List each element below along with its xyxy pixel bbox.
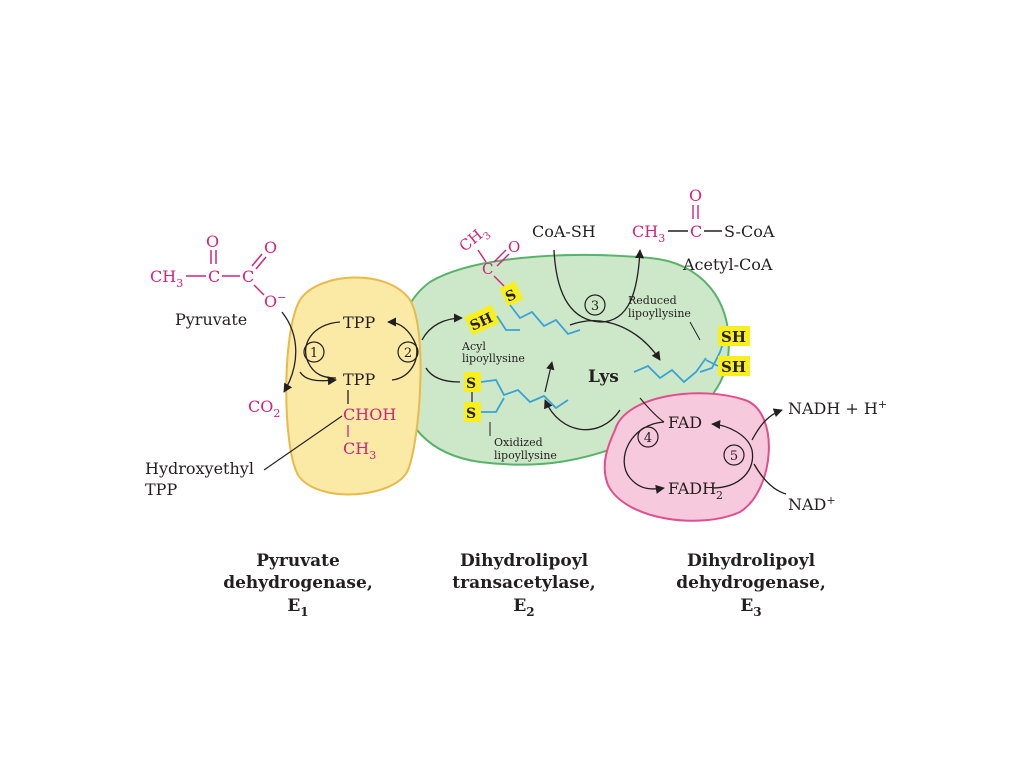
svg-text:Oxidized: Oxidized <box>494 436 543 449</box>
svg-text:transacetylase,: transacetylase, <box>452 573 595 593</box>
svg-text:C: C <box>690 222 702 241</box>
coa-sh-label: CoA-SH <box>532 222 596 241</box>
caption-e1: Pyruvate dehydrogenase, E1 <box>223 551 373 619</box>
svg-text:C: C <box>482 260 493 278</box>
svg-text:CH3: CH3 <box>343 439 376 462</box>
e1-contents: TPP TPP 1 2 CHOH CH3 CO2 Hydroxyethyl TP… <box>145 311 419 499</box>
e3-contents: SH SH FAD FADH2 4 5 NADH + H+ NAD+ <box>623 326 887 514</box>
svg-text:O: O <box>264 238 277 257</box>
svg-text:O−: O− <box>264 291 286 311</box>
svg-text:5: 5 <box>730 449 738 464</box>
svg-text:SH: SH <box>721 328 746 346</box>
caption-e2: Dihydrolipoyl transacetylase, E2 <box>452 551 595 619</box>
svg-text:CH3: CH3 <box>150 267 183 290</box>
svg-text:lipoyllysine: lipoyllysine <box>628 307 691 320</box>
svg-text:E3: E3 <box>740 596 761 619</box>
svg-text:O: O <box>689 186 702 205</box>
svg-text:2: 2 <box>404 346 412 361</box>
svg-text:CHOH: CHOH <box>343 405 396 424</box>
svg-text:Dihydrolipoyl: Dihydrolipoyl <box>687 551 816 571</box>
svg-text:O: O <box>206 232 219 251</box>
svg-text:3: 3 <box>591 299 599 314</box>
svg-text:S: S <box>466 376 476 392</box>
svg-text:dehydrogenase,: dehydrogenase, <box>223 573 373 593</box>
svg-text:1: 1 <box>310 346 318 361</box>
svg-text:TPP: TPP <box>145 480 177 499</box>
pyruvate-label: Pyruvate <box>175 310 247 329</box>
svg-text:Dihydrolipoyl: Dihydrolipoyl <box>460 551 589 571</box>
step-5-marker <box>723 444 745 466</box>
step-3-marker <box>584 294 606 316</box>
step-1-marker <box>303 341 325 363</box>
svg-text:Acyl: Acyl <box>461 340 486 353</box>
lys-label: Lys <box>588 367 619 387</box>
fad-label: FAD <box>668 413 702 432</box>
svg-text:Reduced: Reduced <box>628 294 677 307</box>
svg-text:CH3: CH3 <box>456 222 494 259</box>
nad-label: NAD+ <box>788 494 836 514</box>
step-4-marker <box>637 426 659 448</box>
caption-e3: Dihydrolipoyl dehydrogenase, E3 <box>676 551 826 619</box>
svg-text:lipoyllysine: lipoyllysine <box>494 449 557 462</box>
pyruvate-structure: CH3 C O C O O− Pyruvate <box>150 232 286 329</box>
svg-text:O: O <box>508 238 520 256</box>
svg-text:CH3: CH3 <box>632 222 665 245</box>
svg-text:SH: SH <box>721 358 746 376</box>
e1-pyruvate-dehydrogenase-blob <box>285 276 422 496</box>
acetyl-coa-structure: CH3 C O S-CoA Acetyl-CoA <box>632 186 775 274</box>
svg-text:C: C <box>242 267 254 286</box>
svg-text:S-CoA: S-CoA <box>724 222 775 241</box>
nadh-label: NADH + H+ <box>788 398 887 418</box>
svg-text:CO2: CO2 <box>248 397 280 420</box>
svg-text:C: C <box>208 267 220 286</box>
fadh2-label: FADH2 <box>668 479 723 502</box>
tpp-top: TPP <box>343 313 375 332</box>
tpp-bottom: TPP <box>343 370 375 389</box>
e3-dihydrolipoyl-dehydrogenase-blob <box>603 392 770 522</box>
svg-text:lipoyllysine: lipoyllysine <box>462 352 525 365</box>
svg-text:E2: E2 <box>513 596 534 619</box>
acetyl-coa-label: Acetyl-CoA <box>682 255 773 274</box>
svg-text:S: S <box>466 406 476 422</box>
svg-text:Pyruvate: Pyruvate <box>256 551 340 571</box>
svg-text:dehydrogenase,: dehydrogenase, <box>676 573 826 593</box>
hydroxyethyl-label: Hydroxyethyl <box>145 459 254 478</box>
step-2-marker <box>397 341 419 363</box>
svg-text:E1: E1 <box>287 596 308 619</box>
svg-text:4: 4 <box>644 431 652 446</box>
